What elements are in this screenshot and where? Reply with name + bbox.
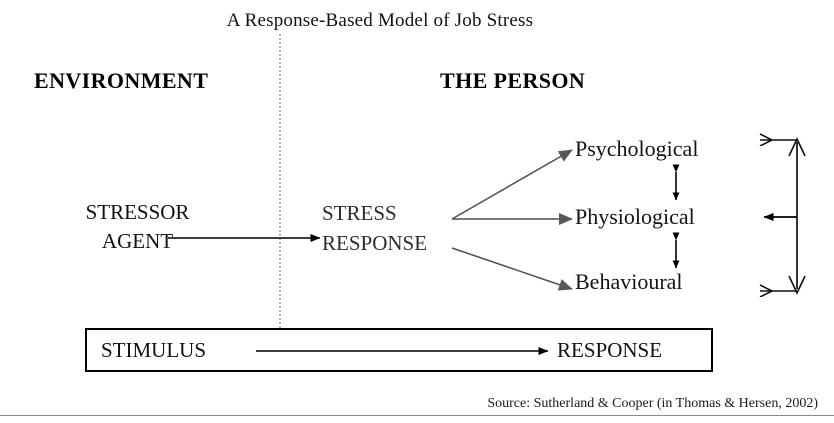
stimulus-response-box xyxy=(85,328,713,372)
feedback-bracket-up-arrowhead xyxy=(788,137,806,157)
stress-response-line1: STRESS xyxy=(322,201,397,225)
environment-person-divider xyxy=(279,34,281,332)
outcome-behavioural: Behavioural xyxy=(575,269,683,294)
diagram-title: A Response-Based Model of Job Stress xyxy=(226,10,534,31)
stress-response-line2: RESPONSE xyxy=(322,231,428,255)
bottom-rule xyxy=(0,415,834,416)
stressor-agent-line2: AGENT xyxy=(101,229,174,253)
outcome-psychological: Psychological xyxy=(575,136,699,161)
heading-the-person: THE PERSON xyxy=(440,68,586,93)
source-credit: Source: Sutherland & Cooper (in Thomas &… xyxy=(487,396,818,411)
stress-response-node: STRESS RESPONSE xyxy=(322,198,487,258)
outcome-physiological: Physiological xyxy=(575,204,695,229)
heading-environment: ENVIRONMENT xyxy=(34,68,209,93)
stressor-agent-line1: STRESSOR xyxy=(85,200,190,224)
response-label: RESPONSE xyxy=(557,338,663,362)
stressor-agent-node: STRESSOR AGENT xyxy=(30,198,245,256)
feedback-bracket-down-arrowhead xyxy=(788,275,806,295)
stimulus-label: STIMULUS xyxy=(101,338,207,362)
